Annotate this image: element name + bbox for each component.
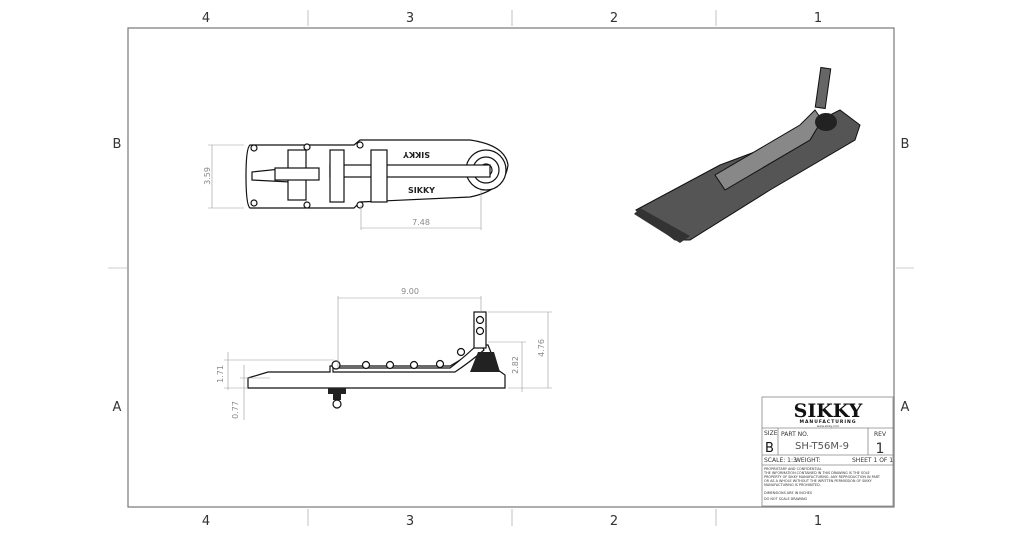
title-block: SIKKY MANUFACTURING www.sikky.com SIZE B… [761,396,894,507]
weight: WEIGHT: [795,457,821,464]
dim-base: 0.77 [231,401,240,419]
drawing-border [127,27,895,508]
zone-col-1-bottom: 1 [814,514,822,529]
note-line: MANUFACTURING IS PROHIBITED. [764,483,821,487]
note-line: OR AS A WHOLE WITHOUT THE WRITTEN PERMIS… [764,479,873,483]
engraving-bottom: SIKKY [408,186,435,195]
zone-col-2-top: 2 [610,11,618,26]
dim-height-total: 4.76 [537,339,546,357]
side-view: 9.00 4.76 2.82 1.71 0.77 [216,287,552,420]
size-value: B [765,441,774,456]
zone-col-4-bottom: 4 [202,514,210,529]
zone-frame [108,10,914,526]
zone-row-b-left: B [113,137,122,152]
dim-length-side: 9.00 [401,287,419,296]
zone-col-3-bottom: 3 [406,514,414,529]
dim-length-top: 7.48 [412,218,430,227]
dim-height-left: 1.71 [216,365,225,383]
note-line: PROPRIETARY AND CONFIDENTIAL [764,467,822,471]
top-view: SIKKY SIKKY 3.59 7.48 [203,139,509,230]
dim-height-mid: 2.82 [511,356,520,374]
engraving-top: SIKKY [403,150,430,159]
dim-width: 3.59 [203,167,212,185]
company-website: www.sikky.com [817,424,840,428]
rev-value: 1 [876,441,885,457]
zone-row-a-right: A [901,400,910,415]
part-number: SH-T56M-9 [795,441,849,452]
zone-row-b-right: B [901,137,910,152]
zone-col-2-bottom: 2 [610,514,618,529]
zone-col-4-top: 4 [202,11,210,26]
scale: SCALE: 1:3 [764,457,797,464]
part-no-label: PART NO. [781,431,809,438]
rev-label: REV [874,431,887,438]
company-subtitle: MANUFACTURING [799,419,856,425]
dimensions-note: DIMENSIONS ARE IN INCHES [764,491,812,495]
note-line: PROPERTY OF SIKKY MANUFACTURING. ANY REP… [764,475,881,479]
isometric-view [634,66,861,243]
company-logo: SIKKY [794,400,863,422]
sheet: SHEET 1 OF 1 [852,457,893,464]
zone-col-3-top: 3 [406,11,414,26]
size-label: SIZE [764,430,778,437]
zone-col-1-top: 1 [814,11,822,26]
zone-row-a-left: A [113,400,122,415]
scale-note: DO NOT SCALE DRAWING [764,497,808,501]
note-line: THE INFORMATION CONTAINED IN THIS DRAWIN… [763,471,870,475]
